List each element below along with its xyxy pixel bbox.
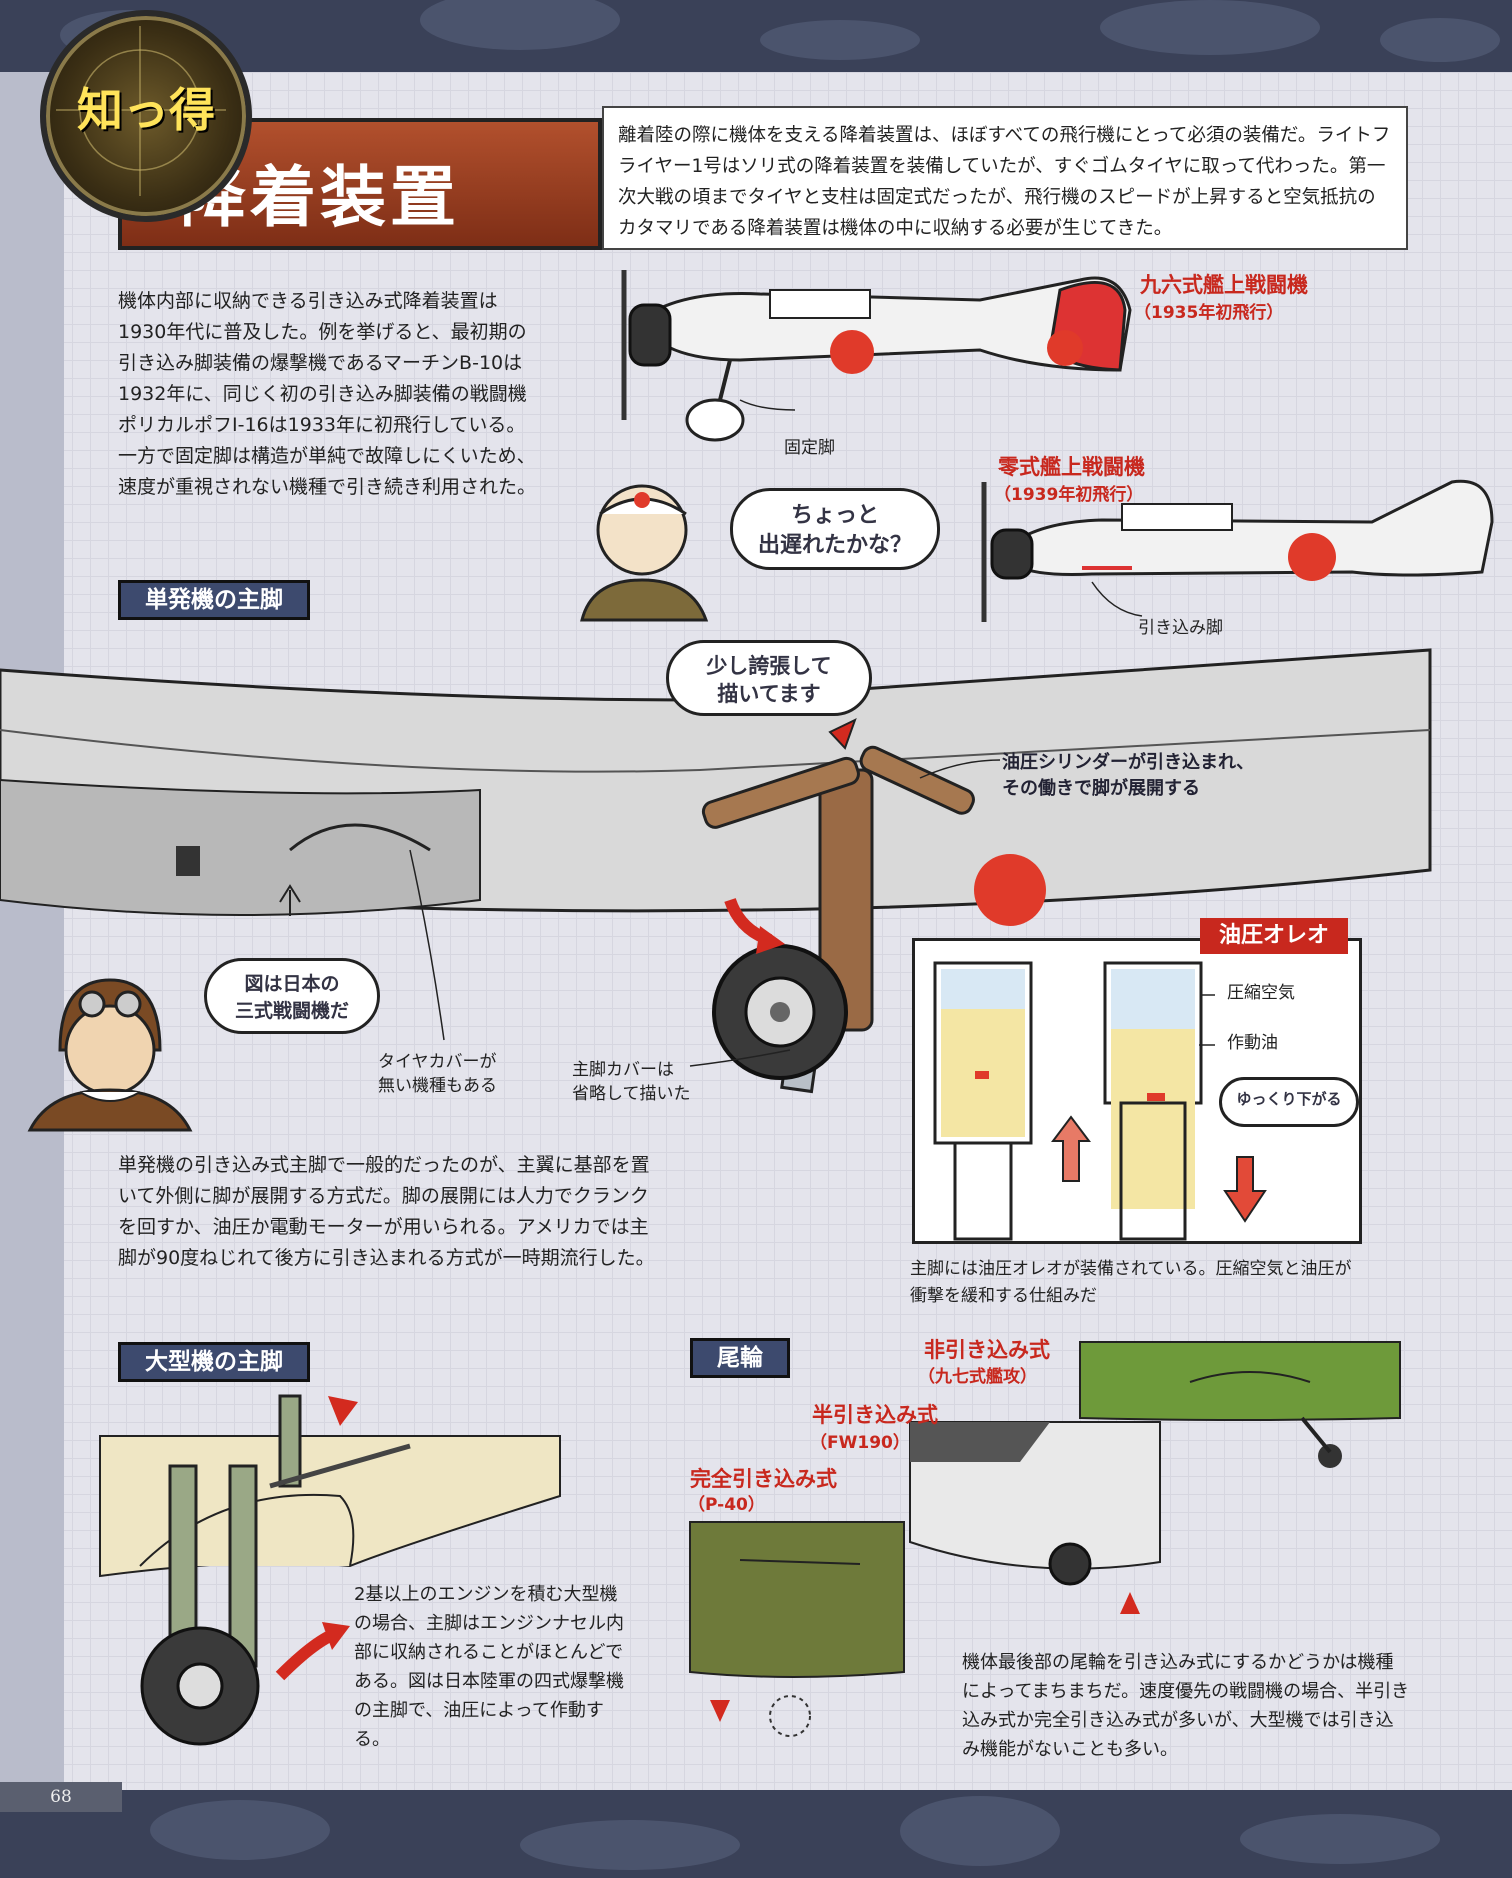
left-margin-strip — [0, 72, 64, 1790]
type96-first-flight: （1935年初飛行） — [1134, 303, 1284, 323]
full-retract-label: 完全引き込み式 — [690, 1467, 837, 1491]
heading-tail-wheel: 尾輪 — [690, 1338, 790, 1378]
non-retract-label: 非引き込み式 — [924, 1338, 1050, 1362]
non-retract-example: （九七式艦攻） — [918, 1367, 1037, 1387]
tire-cover-line1: タイヤカバーが — [378, 1052, 497, 1072]
speech-bubble-japan-type3: 図は日本の 三式戦闘機だ — [204, 958, 380, 1034]
retractable-gear-label: 引き込み脚 — [1138, 618, 1223, 638]
heading-large-aircraft-main-gear: 大型機の主脚 — [118, 1342, 310, 1382]
oleo-title: 油圧オレオ — [1200, 918, 1348, 954]
left-intro-paragraph: 機体内部に収納できる引き込み式降着装置は1930年代に普及した。例を挙げると、最… — [118, 290, 537, 498]
oleo-caption: 主脚には油圧オレオが装備されている。圧縮空気と油圧が衝撃を緩和する仕組みだ — [910, 1259, 1352, 1306]
semi-retract-example: （FW190） — [810, 1433, 910, 1453]
zero-name: 零式艦上戦闘機 — [998, 455, 1145, 479]
oleo-air-label: 圧縮空気 — [1227, 983, 1295, 1003]
type96-fighter-illustration — [621, 270, 1132, 442]
gear-cover-line2: 省略して描いた — [572, 1084, 691, 1104]
radar-badge: 知っ得 — [40, 10, 252, 222]
full-retract-example: （P-40） — [688, 1495, 765, 1515]
pilot-headband-illustration — [580, 484, 709, 622]
bubble-japan-line1: 図は日本の — [244, 973, 340, 995]
cylinder-note-line2: その働きで脚が展開する — [1002, 778, 1200, 799]
heading-single-engine-main-gear: 単発機の主脚 — [118, 580, 310, 620]
cylinder-note-line1: 油圧シリンダーが引き込まれ、 — [1002, 752, 1255, 773]
gear-cover-note: 主脚カバーは 省略して描いた — [572, 1058, 691, 1106]
oleo-oil-label: 作動油 — [1227, 1033, 1278, 1053]
wing-main-gear-illustration — [0, 648, 1432, 1094]
bubble-exaggerated-line2: 描いてます — [717, 682, 821, 706]
bubble-exaggerated-line1: 少し誇張して — [706, 654, 832, 678]
semi-retract-label: 半引き込み式 — [812, 1403, 938, 1427]
camo-footer-band — [0, 1790, 1512, 1878]
speech-bubble-exaggerated: 少し誇張して 描いてます — [666, 640, 872, 716]
gear-cover-line1: 主脚カバーは — [572, 1060, 674, 1080]
zero-first-flight: （1939年初飛行） — [994, 485, 1144, 505]
hydraulic-cylinder-note: 油圧シリンダーが引き込まれ、 その働きで脚が展開する — [1002, 750, 1254, 802]
badge-label: 知っ得 — [77, 83, 215, 137]
large-aircraft-gear-illustration — [99, 1394, 561, 1746]
bubble-late-line1: ちょっと — [790, 503, 879, 528]
zero-fighter-illustration — [981, 479, 1494, 622]
single-engine-paragraph: 単発機の引き込み式主脚で一般的だったのが、主翼に基部を置いて外側に脚が展開する方… — [118, 1154, 655, 1269]
tail-wheel-illustrations — [689, 1341, 1401, 1737]
fixed-gear-label: 固定脚 — [784, 438, 835, 458]
oleo-strut-diagram — [933, 961, 1267, 1241]
bubble-late-line2: 出遅れたかな？ — [757, 533, 912, 558]
page-number: 68 — [0, 1782, 122, 1812]
tail-wheel-paragraph: 機体最後部の尾輪を引き込み式にするかどうかは機種によってまちまちだ。速度優先の戦… — [962, 1652, 1410, 1760]
intro-box: 離着陸の際に機体を支える降着装置は、ほぼすべての飛行機にとって必須の装備だ。ライ… — [602, 106, 1408, 250]
oleo-diagram-box: 圧縮空気 作動油 ゆっくり下がる — [912, 938, 1362, 1244]
crosshair-icon — [56, 26, 226, 196]
tire-cover-note: タイヤカバーが 無い機種もある — [378, 1050, 497, 1098]
speech-bubble-late: ちょっと 出遅れたかな？ — [730, 488, 940, 570]
large-aircraft-paragraph: 2基以上のエンジンを積む大型機の場合、主脚はエンジンナセル内部に収納されることが… — [354, 1584, 624, 1750]
pilot-goggles-illustration — [27, 978, 193, 1132]
bubble-japan-line2: 三式戦闘機だ — [234, 1000, 349, 1022]
oleo-slowly-descends-bubble: ゆっくり下がる — [1219, 1077, 1359, 1127]
tire-cover-line2: 無い機種もある — [378, 1076, 497, 1096]
type96-name: 九六式艦上戦闘機 — [1140, 273, 1308, 297]
